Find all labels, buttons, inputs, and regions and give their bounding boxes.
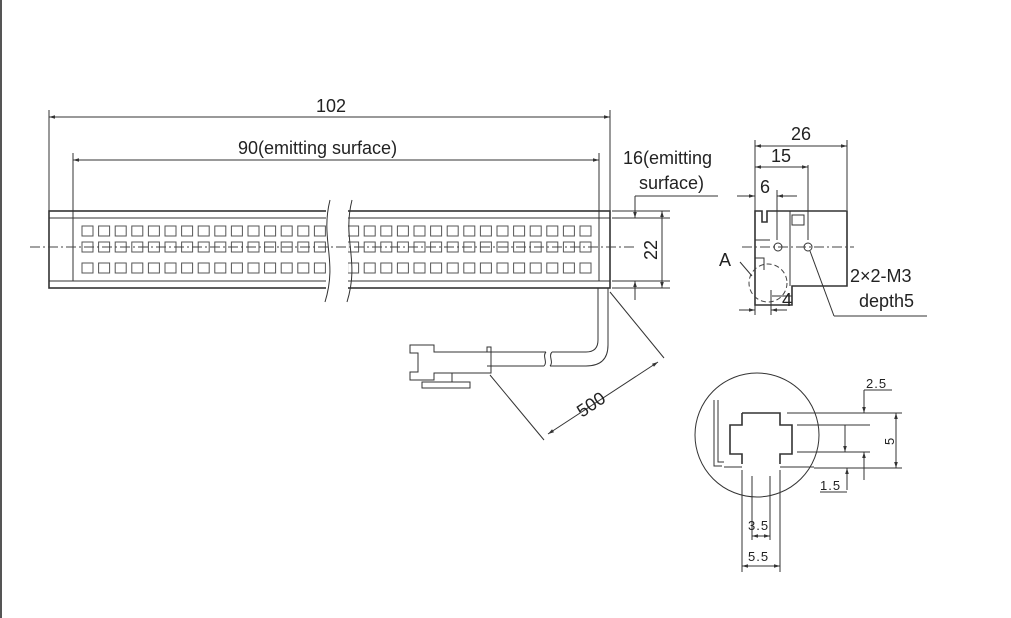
led-cell bbox=[396, 225, 409, 237]
dim-90-label: 90(emitting surface) bbox=[238, 138, 397, 158]
led-cell bbox=[98, 262, 111, 274]
led-cell bbox=[546, 262, 559, 274]
led-cell bbox=[363, 225, 376, 237]
led-cell bbox=[396, 262, 409, 274]
led-cell bbox=[363, 262, 376, 274]
front-view: 102 90(emitting surface) 16(emitting sur… bbox=[30, 96, 718, 441]
led-cell bbox=[313, 225, 326, 237]
led-cell bbox=[264, 225, 277, 237]
led-cell bbox=[579, 262, 592, 274]
dim-500-label: 500 bbox=[573, 388, 609, 421]
led-cell bbox=[98, 225, 111, 237]
detail-a-view: 2.5 1.5 5 3.5 5.5 bbox=[694, 372, 902, 572]
side-profile bbox=[754, 210, 848, 306]
led-cell bbox=[280, 225, 293, 237]
slot-profile bbox=[729, 412, 793, 464]
led-cell bbox=[313, 262, 326, 274]
led-cell bbox=[347, 262, 360, 274]
led-cell bbox=[380, 262, 393, 274]
led-cell bbox=[131, 225, 144, 237]
led-cell bbox=[114, 262, 127, 274]
led-cell bbox=[479, 225, 492, 237]
dim-6-label: 6 bbox=[760, 177, 770, 197]
led-cell bbox=[247, 225, 260, 237]
led-cell bbox=[264, 262, 277, 274]
hole-spec-line1: 2×2-M3 bbox=[850, 266, 912, 286]
led-cell bbox=[430, 225, 443, 237]
led-cell bbox=[380, 225, 393, 237]
side-view: 26 15 6 A 4 2×2-M3 depth5 bbox=[719, 124, 927, 317]
dim-102-label: 102 bbox=[316, 96, 346, 116]
dim-4-label: 4 bbox=[782, 290, 792, 310]
cable bbox=[550, 288, 609, 367]
dim-16-label-line1: 16(emitting bbox=[623, 148, 712, 168]
dim-3-5-label: 3.5 bbox=[748, 518, 769, 533]
led-cell bbox=[513, 262, 526, 274]
led-cell bbox=[81, 225, 94, 237]
led-cell bbox=[81, 262, 94, 274]
led-cell bbox=[413, 262, 426, 274]
led-cell bbox=[181, 225, 194, 237]
led-cell bbox=[280, 262, 293, 274]
led-cell bbox=[181, 262, 194, 274]
dim-22-label: 22 bbox=[641, 240, 661, 260]
detail-a-label: A bbox=[719, 250, 731, 270]
led-cell bbox=[164, 225, 177, 237]
led-cell bbox=[529, 225, 542, 237]
dim-1-5-label: 1.5 bbox=[820, 478, 841, 493]
detail-circle bbox=[694, 372, 820, 498]
dim-500-line bbox=[547, 361, 659, 435]
led-cell bbox=[496, 225, 509, 237]
led-cell bbox=[247, 262, 260, 274]
dim-16-label-line2: surface) bbox=[639, 173, 704, 193]
led-cell bbox=[230, 225, 243, 237]
led-cell bbox=[197, 225, 210, 237]
dim-26-label: 26 bbox=[791, 124, 811, 144]
led-cell bbox=[214, 225, 227, 237]
led-cell bbox=[579, 225, 592, 237]
hole-spec-line2: depth5 bbox=[859, 291, 914, 311]
led-cell bbox=[529, 262, 542, 274]
dim-15-label: 15 bbox=[771, 146, 791, 166]
led-cell bbox=[479, 262, 492, 274]
led-cell bbox=[496, 262, 509, 274]
led-cell bbox=[147, 225, 160, 237]
led-cell bbox=[546, 225, 559, 237]
led-cell bbox=[147, 262, 160, 274]
dim-5-label: 5 bbox=[882, 437, 897, 445]
led-cell bbox=[230, 262, 243, 274]
led-cell bbox=[463, 262, 476, 274]
dim-2-5-label: 2.5 bbox=[866, 376, 887, 391]
led-cell bbox=[197, 262, 210, 274]
led-cell bbox=[562, 262, 575, 274]
led-cell bbox=[446, 225, 459, 237]
led-cell bbox=[297, 225, 310, 237]
led-cell bbox=[562, 225, 575, 237]
connector bbox=[409, 344, 492, 389]
led-cell bbox=[131, 262, 144, 274]
led-cell bbox=[446, 262, 459, 274]
led-cell bbox=[413, 225, 426, 237]
led-cell bbox=[513, 225, 526, 237]
led-cell bbox=[463, 225, 476, 237]
led-cell bbox=[297, 262, 310, 274]
led-cell bbox=[430, 262, 443, 274]
led-cell bbox=[164, 262, 177, 274]
led-cell bbox=[114, 225, 127, 237]
dim-5-5-label: 5.5 bbox=[748, 549, 769, 564]
led-cell bbox=[214, 262, 227, 274]
